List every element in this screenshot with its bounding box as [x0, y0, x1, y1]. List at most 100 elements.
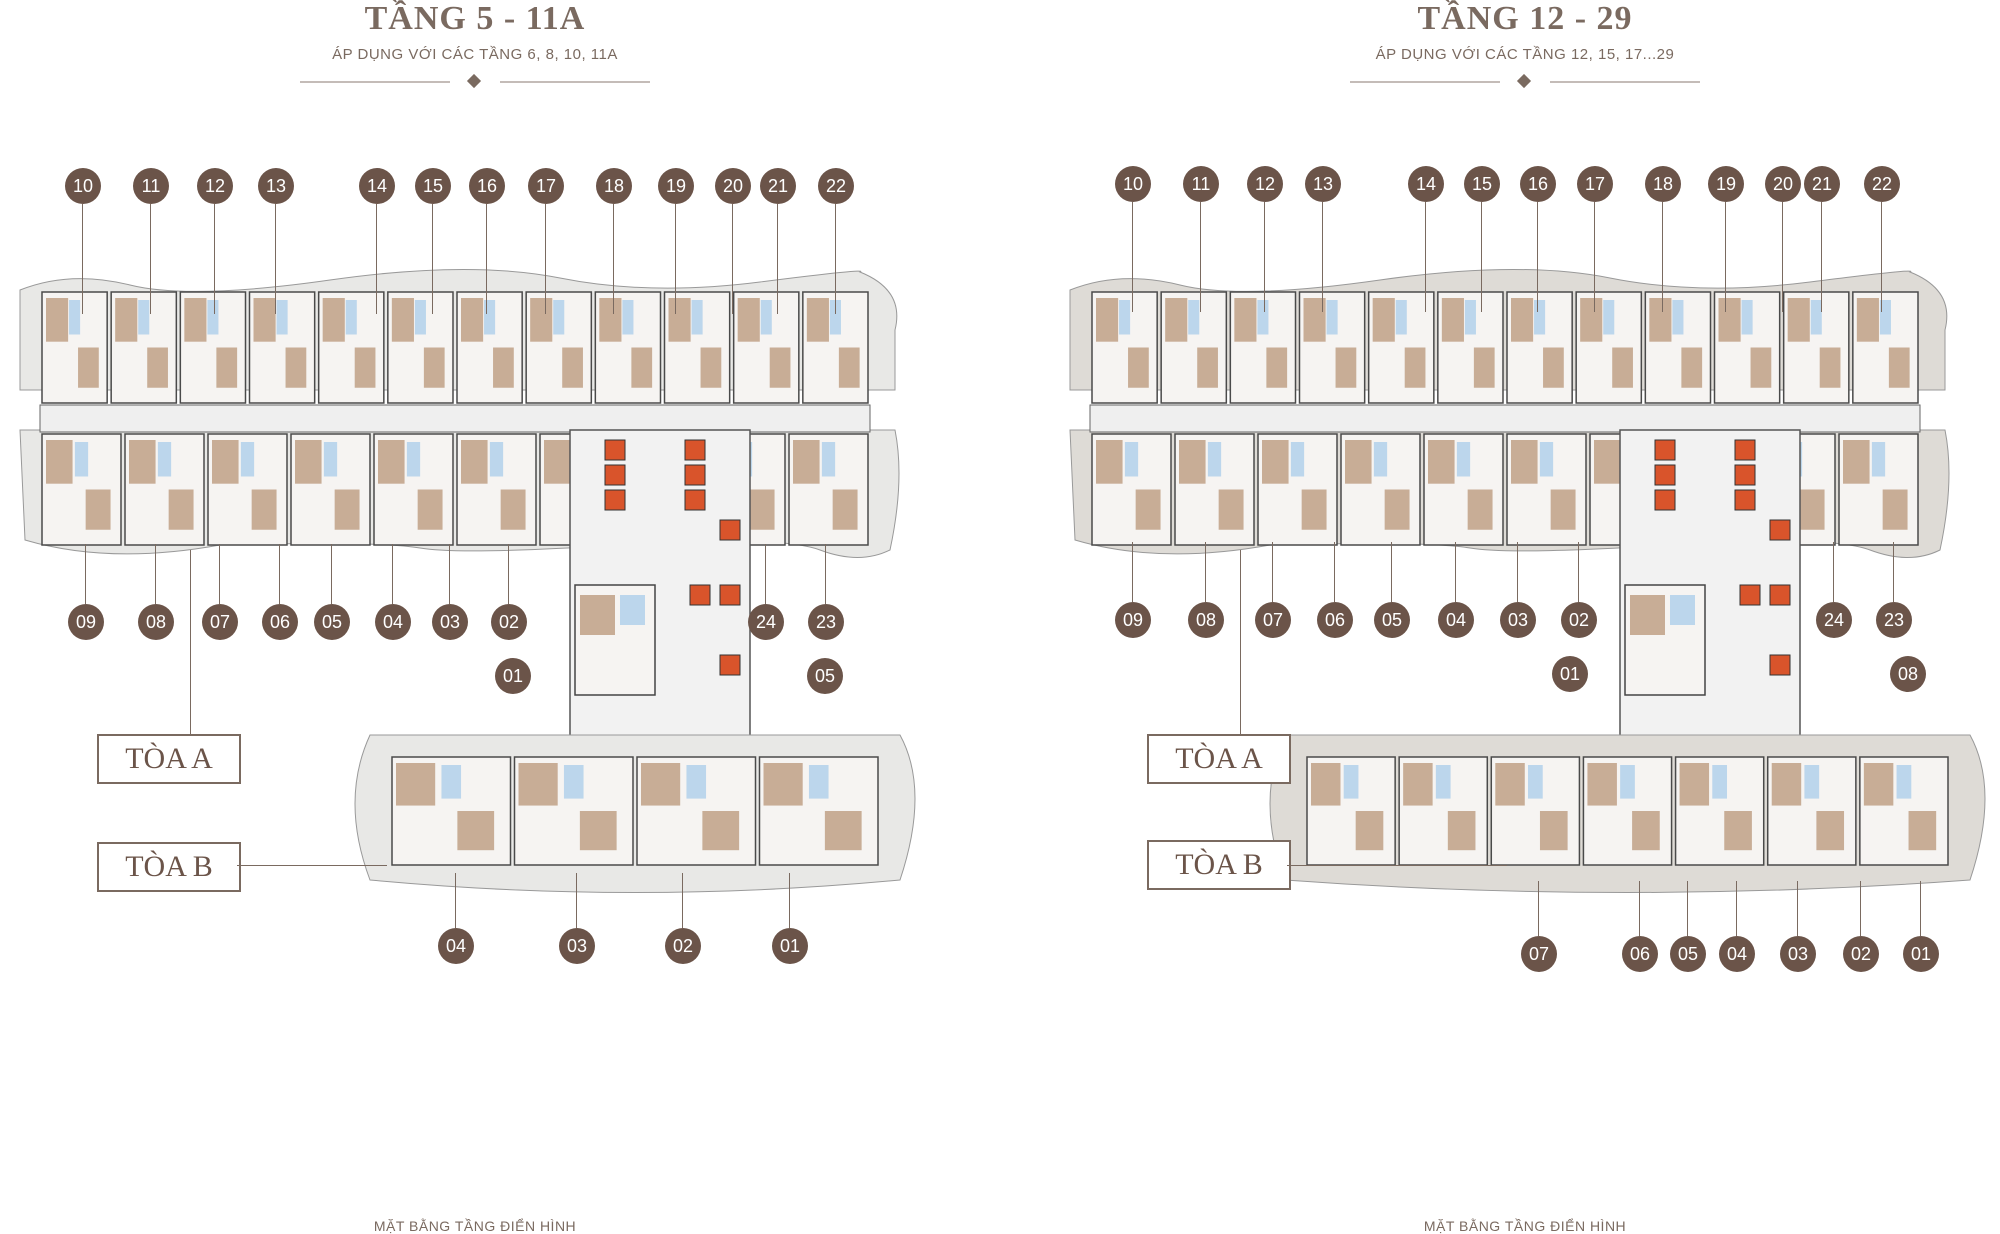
bedroom-block — [1771, 763, 1802, 806]
leader-line — [1662, 202, 1663, 312]
bathroom-block — [1257, 300, 1269, 335]
bathroom-block — [414, 300, 426, 335]
leader-line — [1425, 202, 1426, 312]
bedroom-block — [285, 347, 307, 388]
elevator-shaft — [719, 519, 741, 541]
leader-line — [1322, 202, 1323, 312]
bedroom-block — [1441, 298, 1464, 342]
bedroom-block — [1404, 347, 1426, 388]
leader-line — [1860, 881, 1861, 936]
bedroom-block — [1799, 489, 1825, 530]
unit-number-marker: 06 — [1622, 936, 1658, 972]
leader-line — [1594, 202, 1595, 312]
bedroom-block — [1096, 440, 1123, 484]
bedroom-block — [1096, 298, 1119, 342]
bedroom-block — [1128, 347, 1149, 388]
bedroom-block — [702, 811, 740, 851]
bedroom-block — [769, 347, 791, 388]
unit-number-marker: 08 — [138, 604, 174, 640]
bedroom-block — [562, 347, 583, 388]
unit-number-marker: 09 — [68, 604, 104, 640]
elevator-shaft — [684, 439, 706, 461]
elevator-shaft — [1654, 489, 1676, 511]
leader-line — [613, 204, 614, 314]
leader-line — [449, 544, 450, 604]
bathroom-block — [1712, 765, 1728, 799]
bedroom-block — [168, 489, 194, 530]
bedroom-block — [378, 440, 405, 484]
bedroom-block — [295, 440, 322, 484]
unit-number-marker: 16 — [469, 168, 505, 204]
leader-line — [1725, 202, 1726, 312]
bathroom-block — [1804, 765, 1820, 799]
unit-number-marker: 03 — [1500, 602, 1536, 638]
unit-number-marker: 14 — [359, 168, 395, 204]
bedroom-block — [147, 347, 168, 388]
tower-a-label: TÒA A — [1147, 734, 1291, 784]
unit-number-marker: 06 — [1317, 602, 1353, 638]
leader-line — [1287, 865, 1507, 866]
bedroom-block — [253, 298, 276, 342]
bedroom-block — [599, 298, 622, 342]
leader-line — [1736, 881, 1737, 936]
bedroom-block — [85, 489, 111, 530]
divider-ornament — [300, 74, 650, 89]
bathroom-block — [484, 300, 496, 335]
bedroom-block — [1550, 489, 1576, 530]
bedroom-block — [354, 347, 376, 388]
tower-a-corridor — [1089, 404, 1921, 433]
leader-line — [1821, 202, 1822, 312]
leader-line — [275, 204, 276, 314]
leader-line — [1639, 881, 1640, 936]
bedroom-block — [46, 298, 69, 342]
unit-number-marker: 04 — [1438, 602, 1474, 638]
leader-line — [331, 544, 332, 604]
bedroom-block — [1681, 347, 1703, 388]
unit-number-marker: 16 — [1520, 166, 1556, 202]
bedroom-block — [322, 298, 345, 342]
elevator-shaft — [1769, 654, 1791, 676]
unit-number-marker: 05 — [1374, 602, 1410, 638]
bedroom-block — [391, 298, 414, 342]
leader-line — [1272, 542, 1273, 602]
unit-number-marker: 13 — [1305, 166, 1341, 202]
bathroom-block — [345, 300, 357, 335]
bedroom-block — [1819, 347, 1841, 388]
bedroom-block — [1355, 811, 1384, 851]
bedroom-block — [1428, 440, 1455, 484]
unit-number-marker: 01 — [1552, 656, 1588, 692]
unit-number-marker: 15 — [415, 168, 451, 204]
leader-line — [1132, 542, 1133, 602]
unit-number-marker: 08 — [1890, 656, 1926, 692]
leader-line — [432, 204, 433, 314]
bedroom-block — [1750, 347, 1772, 388]
leader-line — [1920, 881, 1921, 936]
unit-number-marker: 24 — [748, 604, 784, 640]
bedroom-block — [1262, 440, 1289, 484]
leader-line — [675, 204, 676, 314]
unit-number-marker: 01 — [1903, 936, 1939, 972]
bathroom-block — [138, 300, 150, 335]
leader-line — [1538, 881, 1539, 936]
floor-plan-panel-right: TẦNG 12 - 29 ÁP DỤNG VỚI CÁC TẦNG 12, 15… — [1050, 0, 2000, 1234]
bathroom-block — [1534, 300, 1546, 335]
bathroom-block — [622, 300, 634, 335]
bedroom-block — [1863, 763, 1894, 806]
leader-line — [1481, 202, 1482, 312]
unit-number-marker: 13 — [258, 168, 294, 204]
bedroom-block — [1345, 440, 1372, 484]
unit-number-marker: 09 — [1115, 602, 1151, 638]
bedroom-block — [793, 440, 820, 484]
bedroom-block — [46, 440, 73, 484]
unit-number-marker: 04 — [1719, 936, 1755, 972]
bathroom-block — [207, 300, 219, 335]
bathroom-block — [1672, 300, 1684, 335]
elevator-shaft — [1769, 584, 1791, 606]
bathroom-block — [1879, 300, 1891, 335]
bedroom-block — [1843, 440, 1870, 484]
bathroom-block — [1290, 442, 1305, 477]
bedroom-block — [1856, 298, 1879, 342]
bathroom-block — [1670, 595, 1695, 625]
leader-line — [455, 873, 456, 928]
leader-line — [1240, 550, 1241, 734]
